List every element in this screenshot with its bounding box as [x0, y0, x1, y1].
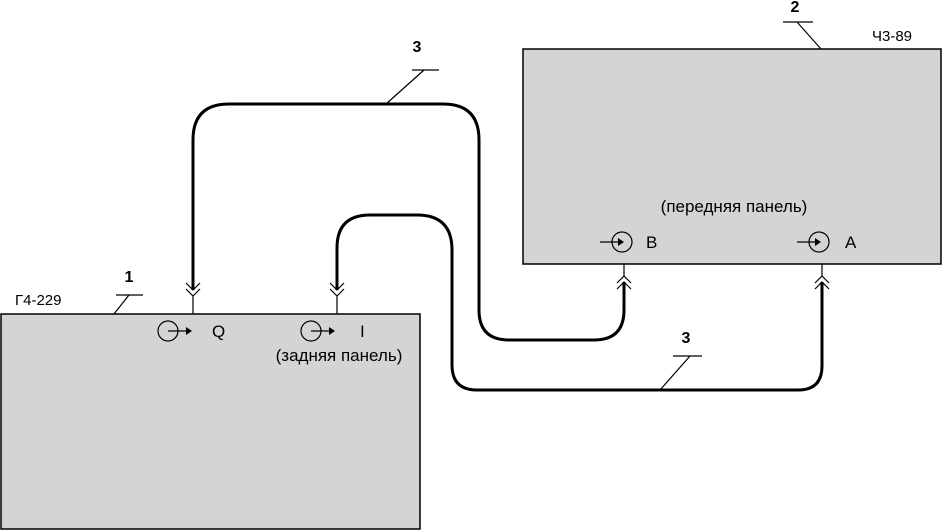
- generator-device-box: [0, 313, 421, 530]
- connector-output-icon: [157, 320, 192, 342]
- leader-line: [659, 355, 702, 391]
- counter-port-a-label: A: [845, 233, 857, 252]
- plug-arrow-icon: [329, 282, 345, 314]
- counter-number: 2: [791, 0, 800, 16]
- counter-device-box: [522, 48, 942, 265]
- leader-line: [385, 69, 439, 105]
- generator-number: 1: [125, 269, 134, 286]
- connector-input-icon: [600, 231, 633, 253]
- connector-input-icon: [797, 231, 830, 253]
- leader-line: [113, 294, 143, 315]
- connector-output-icon: [300, 320, 335, 342]
- generator-model-label: Г4-229: [15, 292, 62, 309]
- generator-port-q-label: Q: [212, 322, 225, 341]
- cable-number-top: 3: [413, 39, 422, 56]
- generator-panel-label: (задняя панель): [276, 346, 403, 365]
- cable-number-bottom: 3: [682, 330, 691, 347]
- counter-model-label: Ч3-89: [872, 28, 912, 45]
- counter-panel-label: (передняя панель): [661, 197, 808, 216]
- cable-q-to-b: [191, 102, 626, 342]
- plug-arrow-icon: [185, 282, 201, 314]
- cable-i-to-a: [335, 213, 824, 392]
- plug-arrow-icon: [814, 264, 830, 290]
- plug-arrow-icon: [616, 264, 632, 290]
- generator-port-i-label: I: [360, 322, 365, 341]
- leader-line: [783, 21, 822, 50]
- counter-port-b-label: B: [646, 233, 657, 252]
